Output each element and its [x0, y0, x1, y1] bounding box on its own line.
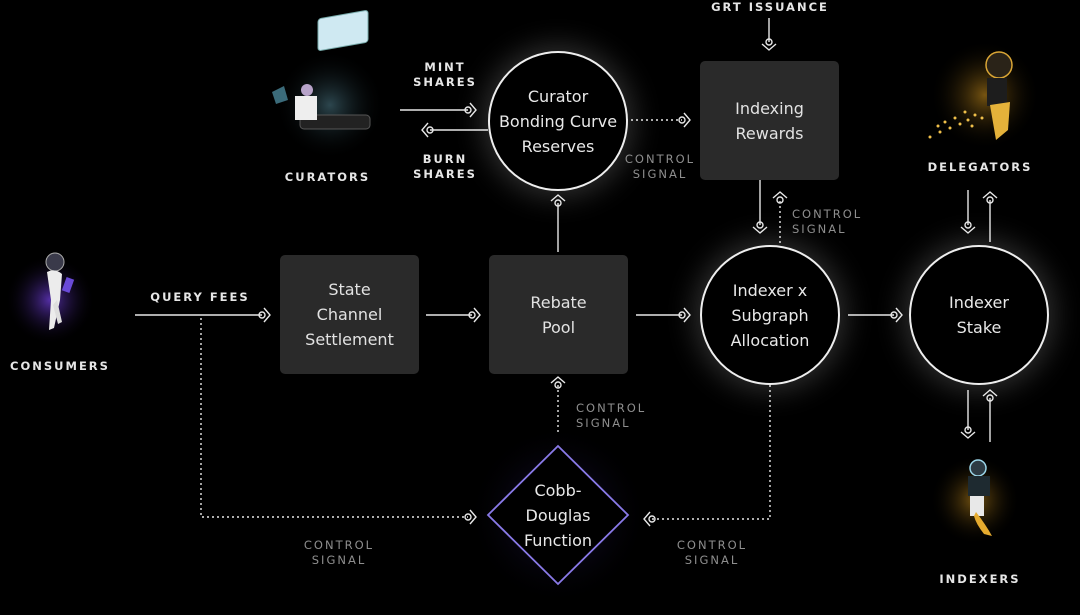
control-signal-label: CONTROL SIGNAL [624, 152, 696, 181]
arrow-head-state-rebate [468, 307, 481, 323]
delegator-glow [930, 40, 1040, 150]
curator-robot-icon [272, 10, 371, 130]
rebate-pool-node[interactable]: Rebate Pool [489, 255, 628, 374]
astronaut-indexer-icon [968, 459, 992, 536]
arrow-head-curve-rewards [678, 112, 691, 128]
astronaut-consumer-icon [45, 252, 75, 330]
query-fees-label: QUERY FEES [150, 290, 250, 304]
arrow-head-rewards-alloc [752, 221, 768, 234]
consumer-glow [5, 255, 95, 345]
arrow-head-idx-stake [982, 389, 998, 402]
arrow-head-fees [258, 307, 271, 323]
arrow-head-cobb-rebate [550, 376, 566, 389]
arrow-head-alloc-rewards [772, 191, 788, 204]
arrow-head-alloc-cobb [643, 511, 656, 527]
arrow-head-deleg-stake [960, 221, 976, 234]
allocation-to-cobb-control-line [652, 385, 771, 520]
control-signal-label: CONTROL SIGNAL [792, 207, 863, 236]
control-signal-label: CONTROL SIGNAL [676, 538, 748, 567]
cobb-douglas-function-label: Cobb- Douglas Function [523, 481, 593, 550]
arrow-head-grt [761, 38, 777, 51]
curator-glow [275, 50, 385, 160]
arrow-head-rebate-alloc [678, 307, 691, 323]
state-channel-settlement-node[interactable]: State Channel Settlement [280, 255, 419, 374]
burn-shares-label: BURN SHARES [413, 152, 477, 181]
grt-issuance-label: GRT ISSUANCE [711, 0, 829, 14]
indexing-rewards-node[interactable]: Indexing Rewards [700, 61, 839, 180]
arrow-head-rebate-curve [550, 194, 566, 207]
mint-shares-label: MINT SHARES [413, 60, 477, 89]
curators-label: CURATORS [284, 170, 371, 184]
arrow-head-burn [421, 122, 434, 138]
arrow-head-stake-idx [960, 426, 976, 439]
control-signal-label: CONTROL SIGNAL [576, 401, 647, 430]
cobb-douglas-diamond[interactable] [486, 444, 630, 586]
arrow-head-alloc-stake [890, 307, 903, 323]
arrow-head-fees-cobb [464, 509, 477, 525]
consumers-label: CONSUMERS [10, 359, 110, 373]
jetpack-delegator-icon [928, 51, 1013, 140]
indexer-subgraph-allocation-node[interactable]: Indexer x Subgraph Allocation [700, 245, 840, 385]
arrow-head-stake-deleg [982, 191, 998, 204]
arrow-head-mint [464, 102, 477, 118]
control-signal-label: CONTROL SIGNAL [303, 538, 375, 567]
indexer-stake-node[interactable]: Indexer Stake [909, 245, 1049, 385]
indexers-label: INDEXERS [939, 572, 1021, 586]
delegators-label: DELEGATORS [927, 160, 1033, 174]
fees-to-cobb-control-line [200, 318, 468, 518]
curator-bonding-curve-node[interactable]: Curator Bonding Curve Reserves [488, 51, 628, 191]
